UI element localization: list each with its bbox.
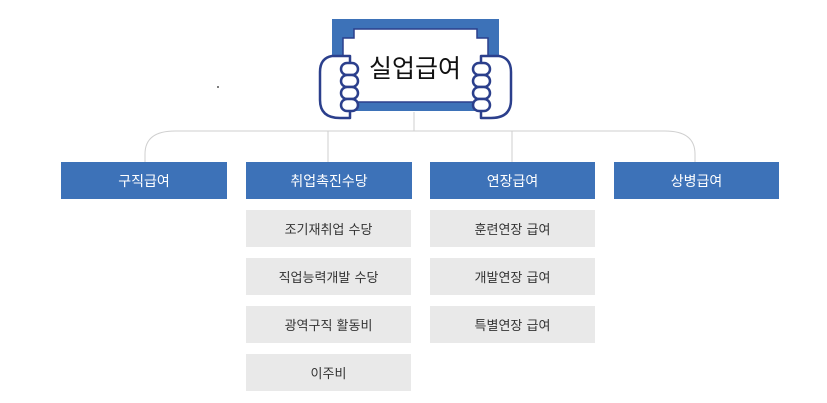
sub-item: 이주비 bbox=[246, 354, 411, 391]
sub-item: 조기재취업 수당 bbox=[246, 210, 411, 247]
sign-holding-hands-icon bbox=[318, 19, 513, 120]
category-employment-promotion-allowance: 취업촉진수당 bbox=[246, 162, 412, 199]
sub-item: 훈련연장 급여 bbox=[430, 210, 595, 247]
category-sickness-benefit: 상병급여 bbox=[614, 162, 779, 199]
right-hand-icon bbox=[471, 54, 513, 120]
category-job-seeking-benefit: 구직급여 bbox=[61, 162, 227, 199]
left-hand-icon bbox=[318, 54, 360, 120]
root-title: 실업급여 bbox=[368, 54, 461, 83]
sub-item: 광역구직 활동비 bbox=[246, 306, 411, 343]
connector-arc bbox=[144, 130, 696, 162]
sub-item: 직업능력개발 수당 bbox=[246, 258, 411, 295]
category-extended-benefit: 연장급여 bbox=[430, 162, 595, 199]
sub-item: 개발연장 급여 bbox=[430, 258, 595, 295]
stray-dot bbox=[217, 86, 219, 88]
sub-item: 특별연장 급여 bbox=[430, 306, 595, 343]
